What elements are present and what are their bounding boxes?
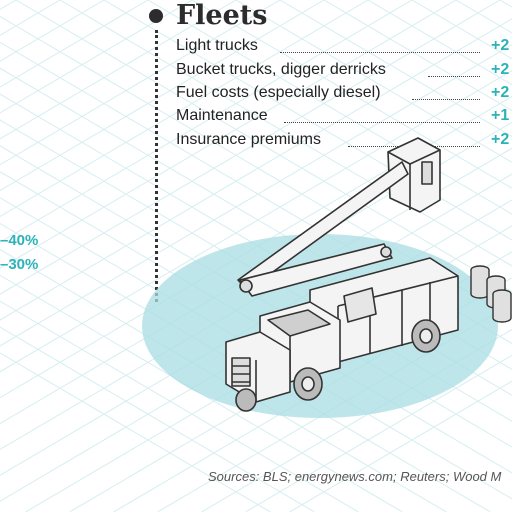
sources-footnote: Sources: BLS; energynews.com; Reuters; W… [208, 469, 502, 484]
list-item: Bucket trucks, digger derricks +2 [176, 61, 512, 83]
item-value: +1 [491, 107, 510, 124]
dot-leader [280, 52, 480, 53]
dot-leader [284, 122, 480, 123]
page-title: Fleets [176, 0, 268, 31]
item-label: Light trucks [176, 37, 258, 54]
dotted-leader-line [155, 30, 158, 302]
item-value: +2 [491, 84, 510, 101]
item-label: Maintenance [176, 107, 268, 124]
barrel-icon [470, 265, 512, 323]
item-value: +2 [491, 131, 510, 148]
dot-leader [412, 99, 480, 100]
item-label: Insurance premiums [176, 131, 321, 148]
left-value: –30% [0, 256, 39, 273]
item-label: Bucket trucks, digger derricks [176, 61, 386, 78]
list-item: Light trucks +2 [176, 37, 512, 59]
list-item: Maintenance +1 [176, 107, 512, 129]
dot-leader [428, 76, 480, 77]
bucket-truck-illustration [142, 137, 512, 418]
item-label: Fuel costs (especially diesel) [176, 84, 381, 101]
item-value: +2 [491, 37, 510, 54]
left-value: –40% [0, 232, 39, 249]
item-value: +2 [491, 61, 510, 78]
list-item: Fuel costs (especially diesel) +2 [176, 84, 512, 106]
bullet-dot [149, 9, 163, 23]
